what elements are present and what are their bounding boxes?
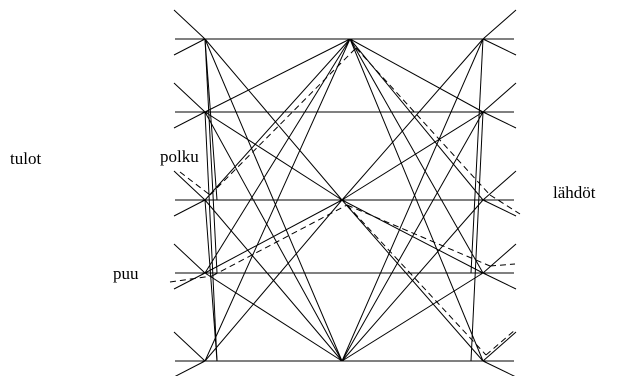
output-stub-lower: [482, 272, 517, 290]
cross-link: [204, 38, 218, 274]
dashed-path-segment: [209, 47, 357, 196]
inputs-label: tulot: [10, 149, 42, 168]
network-link: [341, 272, 484, 362]
network-link: [349, 38, 484, 274]
network-link: [204, 38, 351, 201]
network-link: [349, 38, 484, 113]
input-stubs: [173, 9, 206, 376]
cross-link: [204, 199, 218, 362]
network-link: [204, 38, 343, 201]
network-links: [204, 38, 484, 362]
cross-link: [470, 111, 484, 362]
network-link: [204, 199, 343, 362]
output-stub-lower: [482, 111, 517, 129]
dashed-path-segment: [346, 204, 487, 356]
output-stub-upper: [482, 170, 517, 201]
input-stub-upper: [173, 9, 206, 40]
output-stub-upper: [482, 9, 517, 40]
output-stub-lower: [482, 360, 516, 376]
output-stub-lower: [482, 199, 517, 217]
output-stub-upper: [482, 243, 517, 274]
path-label: polku: [160, 147, 199, 166]
network-link: [204, 111, 343, 201]
input-stub-lower: [173, 111, 206, 129]
cross-link: [204, 111, 218, 362]
input-stub-lower: [174, 360, 206, 376]
outputs-label: lähdöt: [553, 183, 596, 202]
dashed-path-segment: [179, 171, 211, 196]
network-link: [341, 38, 484, 362]
dashed-path-segment: [346, 204, 491, 267]
dashed-path-segment: [489, 263, 516, 267]
input-stub-upper: [173, 170, 206, 201]
network-link: [341, 111, 484, 201]
dashed-path-segment: [211, 204, 348, 277]
dashed-path-segment: [485, 329, 516, 356]
dashed-path-segment: [489, 194, 521, 215]
network-link: [204, 38, 351, 113]
dashed-paths: [169, 47, 521, 356]
input-stub-lower: [173, 199, 206, 217]
network-link: [204, 199, 343, 274]
network-link: [204, 38, 351, 274]
network-link: [341, 38, 484, 201]
cross-link: [470, 38, 484, 274]
network-link: [204, 272, 343, 362]
output-stub-upper: [482, 331, 517, 362]
input-stub-lower: [173, 272, 206, 290]
cross-link: [204, 38, 218, 201]
dashed-path-segment: [169, 275, 213, 283]
network-link: [204, 38, 351, 362]
network-link: [341, 199, 484, 362]
network-link: [341, 111, 484, 362]
input-stub-upper: [173, 331, 206, 362]
tree-label: puu: [113, 264, 139, 283]
output-stubs: [482, 9, 517, 376]
output-stub-lower: [482, 38, 517, 56]
input-stub-upper: [173, 243, 206, 274]
output-stub-upper: [482, 82, 517, 113]
dashed-path-segment: [355, 47, 491, 196]
input-stub-lower: [173, 38, 206, 56]
input-stub-upper: [173, 82, 206, 113]
